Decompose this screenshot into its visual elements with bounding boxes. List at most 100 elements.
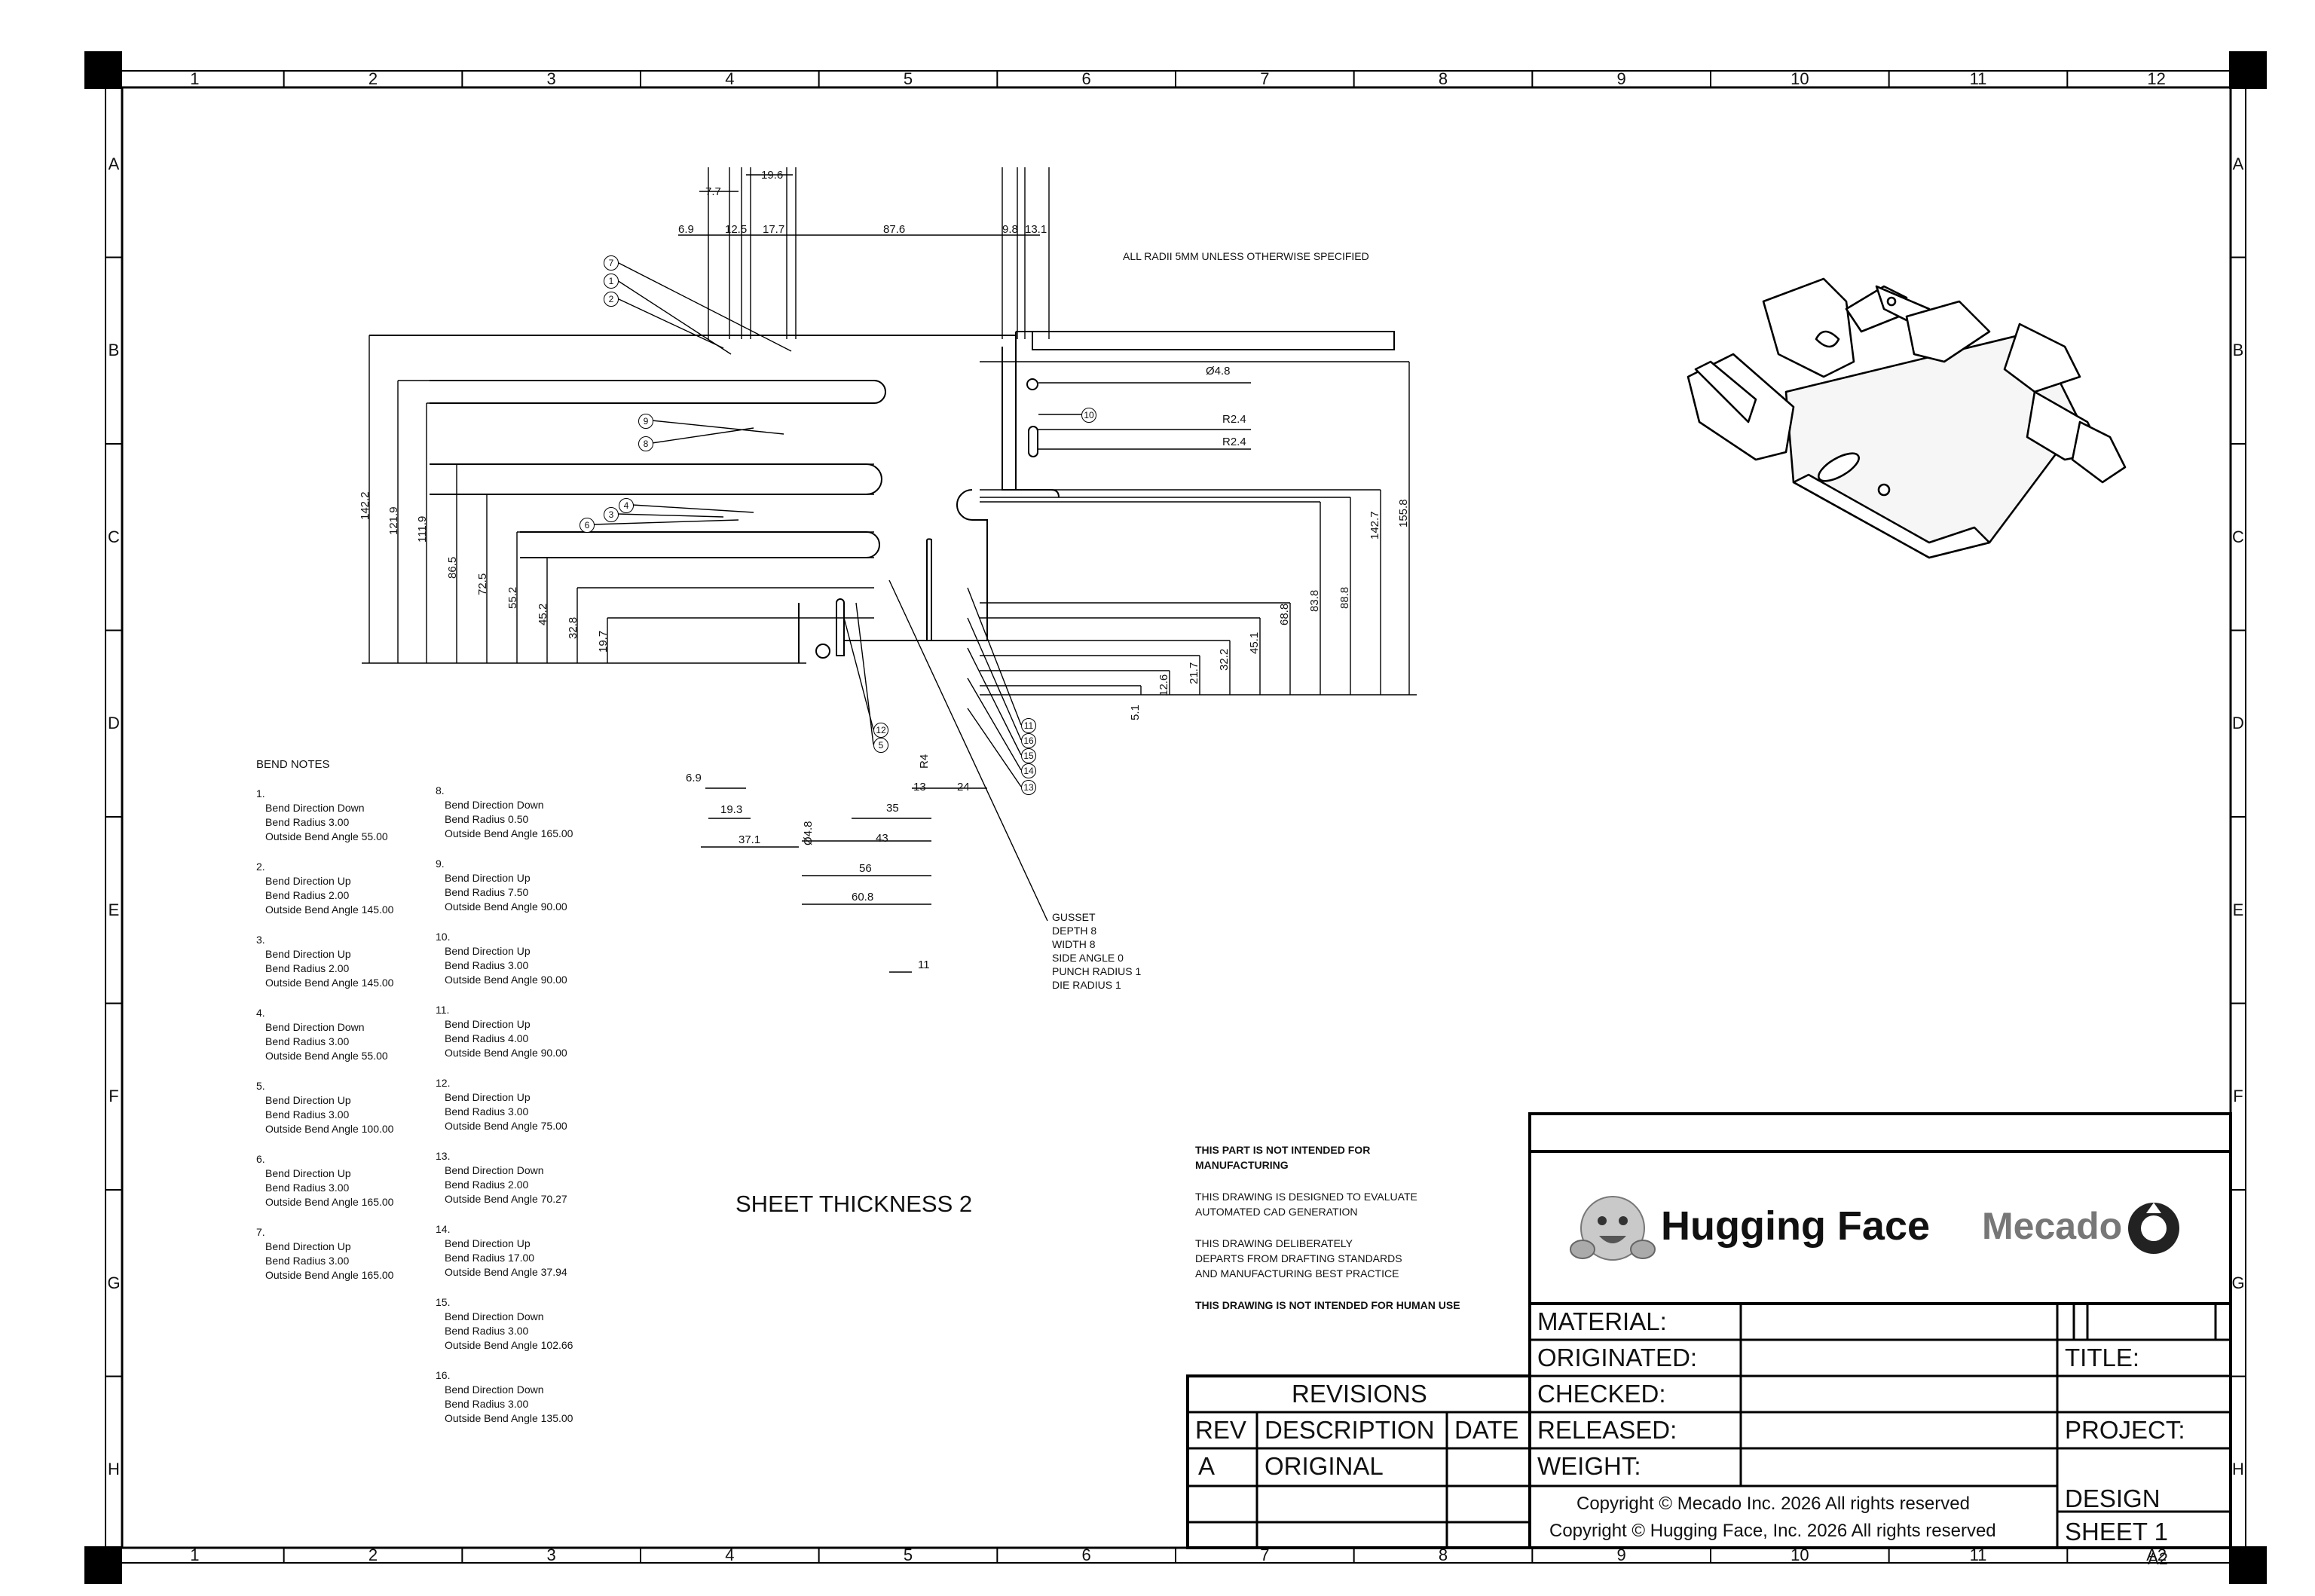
leader-line	[967, 617, 1022, 741]
bend-note-dir: Bend Direction Up	[445, 872, 531, 884]
dimension-value: 86.5	[446, 556, 459, 579]
leader-line	[967, 677, 1022, 771]
bend-note-radius: Bend Radius 3.00	[445, 1398, 529, 1410]
dimension-value: 12.6	[1158, 674, 1170, 696]
zone-column-label: 2	[368, 1546, 378, 1564]
leader-line	[967, 587, 1022, 726]
bend-note-radius: Bend Radius 0.50	[445, 813, 529, 825]
bend-callout-balloon: 13	[1021, 780, 1036, 795]
bend-note-radius: Bend Radius 2.00	[265, 962, 350, 974]
bend-note-number: 7.	[256, 1226, 265, 1238]
dimension-value: 72.5	[476, 573, 489, 595]
zone-column-label: 1	[190, 69, 200, 88]
zone-row-label: E	[2232, 900, 2244, 919]
bend-note-radius: Bend Radius 3.00	[445, 959, 529, 971]
bend-note-dir: Bend Direction Up	[445, 1018, 531, 1030]
title-label: TITLE:	[2065, 1344, 2140, 1371]
zone-column-label: 11	[1969, 1546, 1987, 1564]
bend-note-number: 9.	[436, 858, 445, 870]
bend-callout-balloon: 3	[604, 507, 619, 522]
zone-column-label: A2	[2146, 1546, 2167, 1564]
bend-note-radius: Bend Radius 17.00	[445, 1252, 535, 1264]
leader-line	[616, 513, 724, 518]
gusset-line: DEPTH 8	[1052, 925, 1097, 937]
zone-row-label: F	[2233, 1087, 2243, 1106]
gusset-line: PUNCH RADIUS 1	[1052, 965, 1142, 977]
dimension-value: 121.9	[387, 506, 400, 535]
mecado-logo-text: Mecado	[1982, 1205, 2123, 1247]
bend-note-radius: Bend Radius 7.50	[445, 886, 529, 898]
zone-row-label: A	[108, 154, 120, 173]
dimension-value: 19.3	[720, 803, 743, 816]
bend-note-dir: Bend Direction Down	[445, 1384, 544, 1396]
dimension-value: 155.8	[1397, 499, 1410, 527]
bend-note-angle: Outside Bend Angle 90.00	[445, 900, 567, 913]
dimension-value: 88.8	[1338, 586, 1351, 609]
dimension-value: 37.1	[739, 833, 761, 846]
bend-note-dir: Bend Direction Up	[265, 948, 351, 960]
hugging-face-logo-icon	[1570, 1196, 1656, 1261]
bend-note-radius: Bend Radius 3.00	[265, 1108, 350, 1121]
bend-note-number: 15.	[436, 1296, 451, 1308]
dimension-value: 87.6	[883, 223, 906, 236]
zone-row-label: C	[108, 527, 120, 546]
bend-note-dir: Bend Direction Up	[265, 1094, 351, 1106]
bend-note-radius: Bend Radius 3.00	[445, 1105, 529, 1118]
bend-note-number: 10.	[436, 931, 451, 943]
disclaimer-line: AND MANUFACTURING BEST PRACTICE	[1195, 1267, 1399, 1280]
originated-label: ORIGINATED:	[1537, 1344, 1698, 1371]
dimension-value: 24	[957, 781, 970, 793]
dimension-value: 32.2	[1218, 648, 1231, 671]
dimension-value: 45.2	[537, 603, 549, 625]
zone-column-label: 5	[903, 69, 913, 88]
zone-column-label: 9	[1616, 69, 1626, 88]
dimension-value: 17.7	[763, 223, 785, 236]
description-cell: ORIGINAL	[1265, 1452, 1384, 1480]
bend-note-dir: Bend Direction Down	[265, 802, 365, 814]
mecado-logo-icon	[2128, 1203, 2179, 1254]
bend-callout-balloon: 6	[580, 518, 595, 533]
material-label: MATERIAL:	[1537, 1307, 1667, 1335]
sheet-size: A2	[2148, 1549, 2168, 1568]
bend-note-radius: Bend Radius 4.00	[445, 1032, 529, 1044]
bend-note-angle: Outside Bend Angle 90.00	[445, 1047, 567, 1059]
bend-callout-balloon: 12	[873, 723, 888, 738]
zone-row-label: E	[108, 900, 120, 919]
bend-note-number: 2.	[256, 861, 265, 873]
dimension-value: 12.5	[725, 223, 748, 236]
leader-line	[967, 647, 1022, 756]
dimension-value: 5.1	[1129, 705, 1142, 720]
zone-column-label: 7	[1260, 1546, 1270, 1564]
dimension-value: 142.2	[359, 491, 372, 520]
bend-note-dir: Bend Direction Up	[445, 1091, 531, 1103]
dimension-value: Ø4.8	[802, 821, 815, 845]
dimension-value: 55.2	[506, 586, 519, 609]
dimension-value: 32.8	[567, 616, 580, 639]
dimension-value: 45.1	[1248, 631, 1261, 654]
zone-row-label: F	[109, 1087, 119, 1106]
zone-row-label: C	[2232, 527, 2244, 546]
bend-note-radius: Bend Radius 2.00	[265, 889, 350, 901]
zone-row-label: B	[2232, 341, 2244, 360]
dimension-value: Ø4.8	[1206, 365, 1231, 378]
bend-callout-balloon: 1	[604, 274, 619, 289]
bend-note-dir: Bend Direction Up	[265, 1240, 351, 1252]
zone-row-label: H	[108, 1460, 120, 1479]
dimension-value: 6.9	[678, 223, 694, 236]
zone-row-label: D	[108, 714, 120, 733]
weight-label: WEIGHT:	[1537, 1452, 1641, 1480]
dimension-value: 142.7	[1369, 511, 1381, 540]
bend-callout-balloon: 14	[1021, 763, 1036, 778]
zone-row-label: A	[2232, 154, 2244, 173]
zone-row-label: G	[2231, 1273, 2245, 1292]
bend-note-angle: Outside Bend Angle 165.00	[265, 1269, 394, 1281]
